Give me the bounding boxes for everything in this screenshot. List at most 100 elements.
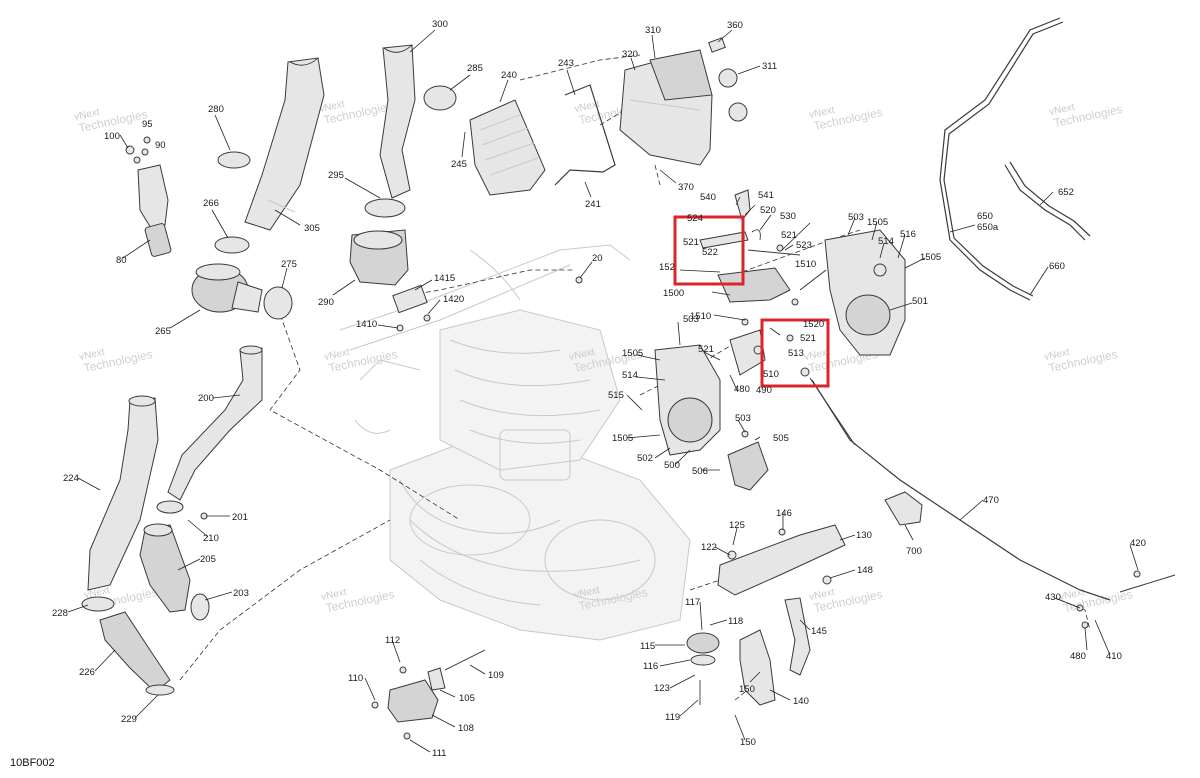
part-number-label: 1415: [434, 273, 455, 284]
intake-tube-305: [244, 57, 325, 231]
part-number-label: 266: [203, 198, 219, 209]
vent-hose-650: [939, 17, 1064, 301]
part-number-label: 241: [585, 199, 601, 210]
part-number-label: 513: [788, 348, 804, 359]
highlight-box: [760, 318, 830, 388]
part-number-label: 305: [304, 223, 320, 234]
throttle-pedal-group: [125, 136, 172, 257]
part-number-label: 245: [451, 159, 467, 170]
part-number-label: 111: [432, 748, 446, 759]
part-number-label: 112: [385, 635, 400, 646]
intake-hose-226: [99, 611, 171, 693]
part-number-label: 370: [678, 182, 694, 193]
part-number-label: 480: [734, 384, 750, 395]
clamp-266: [214, 236, 250, 254]
watermark: vNext: [1043, 347, 1071, 363]
part-number-label: 521: [800, 333, 816, 344]
part-number-label: 420: [1130, 538, 1146, 549]
part-number-label: 521: [683, 237, 699, 248]
grommet-311: [718, 68, 738, 88]
part-number-label: 1500: [663, 288, 684, 299]
part-number-label: 311: [762, 61, 777, 72]
part-number-label: 521: [698, 344, 714, 355]
grommet-311: [728, 102, 748, 122]
intake-tube-300: [379, 44, 416, 199]
engine-ghost: [339, 244, 691, 641]
part-number-label: 1420: [443, 294, 464, 305]
watermark: vNext: [73, 107, 101, 123]
clamp-285: [423, 85, 457, 111]
part-number-label: 148: [857, 565, 873, 576]
part-number-label: 100: [104, 131, 120, 142]
part-number-label: 150: [740, 737, 756, 748]
plate-501: [824, 229, 906, 356]
part-number-label: 700: [906, 546, 922, 557]
part-number-label: 524: [687, 213, 703, 224]
part-number-label: 502: [637, 453, 653, 464]
clamp-210: [156, 500, 184, 514]
part-number-label: 410: [1106, 651, 1122, 662]
part-number-label: 145: [811, 626, 827, 637]
part-number-label: 265: [155, 326, 171, 337]
clamp-228: [81, 596, 115, 612]
part-number-label: 280: [208, 104, 224, 115]
part-number-label: 210: [203, 533, 219, 544]
selector-group: [729, 329, 810, 377]
part-number-label: 501: [912, 296, 928, 307]
part-number-label: 1505: [612, 433, 633, 444]
part-number-label: 490: [756, 385, 772, 396]
part-number-label: 541: [758, 190, 774, 201]
part-number-label: 116: [643, 661, 658, 672]
part-number-label: 515: [608, 390, 624, 401]
part-number-label: 360: [727, 20, 743, 31]
gasket-243: [554, 84, 616, 186]
gasket-229: [145, 684, 175, 696]
part-number-label: 118: [728, 616, 743, 627]
part-number-label: 514: [622, 370, 638, 381]
part-number-label: 109: [488, 670, 504, 681]
watermark: vNext: [78, 347, 106, 363]
part-number-label: 110: [348, 673, 363, 684]
part-number-label: 200: [198, 393, 214, 404]
part-number-label: 523: [796, 240, 812, 251]
part-number-label: 430: [1045, 592, 1061, 603]
watermark: vNext: [803, 347, 831, 363]
bolt-20: [575, 276, 583, 284]
clamp-203: [190, 593, 210, 621]
watermark: vNext: [323, 347, 351, 363]
clamp-280: [217, 151, 251, 169]
part-number-label: 516: [900, 229, 916, 240]
part-number-label: 240: [501, 70, 517, 81]
part-number-label: 229: [121, 714, 137, 725]
bracket-130: [717, 524, 846, 596]
screw-1420: [423, 314, 431, 322]
part-number-label: 125: [729, 520, 745, 531]
part-number-label: 95: [142, 119, 153, 130]
part-number-label: 117: [685, 597, 700, 608]
part-number-label: 1510: [795, 259, 816, 270]
bracket-140: [739, 629, 776, 706]
part-number-label: 505: [773, 433, 789, 444]
part-number-label: 521: [781, 230, 797, 241]
part-number-label: 203: [233, 588, 249, 599]
part-number-label: 310: [645, 25, 661, 36]
part-number-label: 650a: [977, 222, 999, 233]
bracket-360: [708, 37, 726, 53]
part-number-label: 480: [1070, 651, 1086, 662]
intake-boot-205: [139, 523, 191, 613]
part-number-label: 520: [760, 205, 776, 216]
part-number-label: 20: [592, 253, 603, 264]
part-number-label: 1410: [356, 319, 377, 330]
watermark: vNext: [320, 587, 348, 603]
part-number-label: 503: [735, 413, 751, 424]
throttle-body-265: [191, 263, 263, 313]
part-number-label: 115: [640, 641, 655, 652]
duct-224: [87, 395, 159, 591]
part-number-label: 119: [665, 712, 680, 723]
part-number-label: 224: [63, 473, 79, 484]
part-number-label: 1510: [690, 311, 711, 322]
part-number-label: 1505: [867, 217, 888, 228]
part-number-label: 650: [977, 211, 993, 222]
mount-115: [686, 632, 720, 705]
part-number-label: 123: [654, 683, 670, 694]
